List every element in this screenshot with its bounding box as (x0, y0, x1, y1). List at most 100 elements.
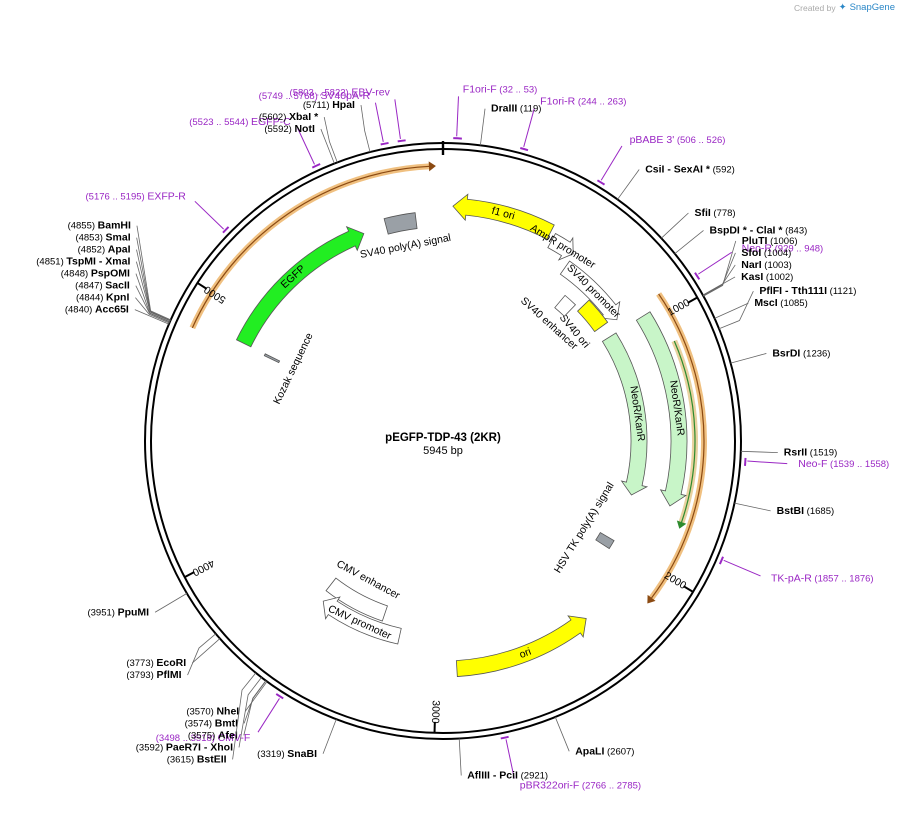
feature-kozak-sequence[interactable] (263, 353, 281, 364)
restriction-site-label[interactable]: (3570) NheI (186, 705, 239, 717)
feature-cmv-enhancer[interactable] (325, 577, 388, 622)
site-layer: DraIII (119) CsiI - SexAI * (592) SfiI (77… (36, 99, 856, 781)
feature-sv40-promoter[interactable] (559, 260, 621, 321)
tick-mark (687, 296, 698, 304)
primer-label[interactable]: (5803 .. 5822) EBV-rev (290, 86, 391, 98)
restriction-site-label[interactable]: (4852) ApaI (78, 243, 131, 255)
site-leader (322, 719, 337, 754)
feature-f1-ori[interactable] (452, 193, 555, 240)
restriction-site-label[interactable]: BspDI * - ClaI * (843) (710, 224, 808, 236)
restriction-site-label[interactable]: SfoI (1004) (741, 247, 791, 259)
site-leader (154, 593, 188, 613)
primer-mark (500, 735, 509, 740)
site-leader (360, 104, 371, 153)
restriction-site-label[interactable]: (3574) BmtI (185, 717, 239, 729)
site-leader (702, 252, 736, 296)
primer-label[interactable]: Neo-R (929 .. 948) (742, 242, 824, 254)
plasmid-title: pEGFP-TDP-43 (2KR) 5945 bp (385, 432, 501, 457)
restriction-site-label[interactable]: AflIII - PciI (2921) (467, 769, 548, 781)
feature-label: SV40 poly(A) signal (359, 232, 452, 261)
restriction-site-label[interactable]: (4840) Acc65I (65, 303, 129, 315)
feature-neor-kanr[interactable] (635, 311, 688, 507)
primer-label[interactable]: Neo-F (1539 .. 1558) (798, 458, 889, 470)
primer-label[interactable]: F1ori-F (32 .. 53) (463, 83, 538, 95)
restriction-site-label[interactable]: (5592) NotI (264, 123, 315, 135)
restriction-site-label[interactable]: (3773) EcoRI (126, 657, 186, 669)
site-leader (134, 309, 170, 325)
primer-label[interactable]: (3498 .. 3518) CMV-F (156, 732, 250, 744)
primer-label[interactable]: F1ori-R (244 .. 263) (540, 95, 626, 107)
primer-mark (311, 163, 321, 169)
restriction-site-label[interactable]: (3951) PpuMI (87, 606, 149, 618)
restriction-site-label[interactable]: (3592) PaeR7I - XhoI (136, 741, 233, 753)
restriction-site-label[interactable]: (4844) KpnI (76, 291, 130, 303)
restriction-site-label[interactable]: (5602) XbaI * (259, 111, 319, 123)
primer-leader (297, 127, 315, 165)
primer-label[interactable]: pBABE 3' (506 .. 526) (630, 134, 726, 146)
site-leader (136, 237, 171, 321)
restriction-site-label[interactable]: (4855) BamHI (68, 219, 131, 231)
tick-mark (683, 585, 694, 593)
restriction-site-label[interactable]: (3793) PflMI (126, 669, 181, 681)
restriction-site-label[interactable]: BsrDI (1236) (772, 347, 830, 359)
feature-egfp[interactable] (235, 225, 365, 348)
orf-arrowhead (647, 594, 656, 604)
feature-neor-kanr[interactable] (601, 332, 649, 496)
primer-mark (380, 141, 389, 146)
orf-arrowhead (676, 520, 687, 529)
feature-sv40-poly-a-signal[interactable] (383, 212, 418, 235)
orf-layer (189, 161, 707, 604)
tick-label: 1000 (666, 297, 692, 319)
primer-label[interactable]: (5523 .. 5544) EGFP-C (189, 116, 291, 128)
restriction-site-label[interactable]: ApaLI (2607) (575, 745, 634, 757)
tick-mark (184, 571, 195, 578)
restriction-site-label[interactable]: CsiI - SexAI * (592) (645, 163, 735, 175)
restriction-site-label[interactable]: PluTI (1006) (742, 235, 798, 247)
site-leader (703, 240, 737, 297)
tick-mark (196, 282, 208, 290)
restriction-site-label[interactable]: SfiI (778) (694, 207, 735, 219)
feature-hsv-tk-poly-a-signal[interactable] (595, 532, 615, 550)
restriction-site-label[interactable]: (4848) PspOMI (61, 267, 130, 279)
primer-mark (222, 226, 230, 234)
primer-leader (374, 102, 384, 143)
restriction-site-label[interactable]: (3615) BstEII (167, 753, 227, 765)
restriction-site-label[interactable]: (3319) SnaBI (257, 748, 317, 760)
primer-label[interactable]: (5176 .. 5195) EXFP-R (86, 190, 187, 202)
primer-leader (747, 460, 788, 465)
site-leader (554, 716, 570, 752)
tick-label: 3000 (429, 700, 442, 724)
primer-label[interactable]: (5749 .. 5768) SV40pA-R (259, 90, 371, 102)
feature-cmv-promoter[interactable] (322, 596, 402, 645)
restriction-site-label[interactable]: (3575) AfeI (188, 729, 238, 741)
restriction-site-label[interactable]: (4851) TspMI - XmaI (36, 255, 130, 267)
restriction-site-label[interactable]: PflFI - Tth111I (1121) (759, 285, 856, 297)
restriction-site-label[interactable]: RsrII (1519) (784, 446, 837, 458)
restriction-site-label[interactable]: KasI (1002) (741, 271, 793, 283)
primer-mark (397, 139, 406, 143)
site-leader (135, 273, 171, 323)
feature-ori[interactable] (455, 615, 587, 677)
feature-sv40-ori[interactable] (577, 299, 609, 333)
primer-leader (723, 559, 761, 577)
orf-line (673, 340, 696, 524)
primer-label[interactable]: pBR322ori-F (2766 .. 2785) (520, 779, 641, 791)
primer-layer: F1ori-F (32 .. 53)F1ori-R (244 .. 263) pB… (86, 83, 890, 791)
restriction-site-label[interactable]: MscI (1085) (754, 297, 807, 309)
site-leader (617, 169, 640, 200)
orf-line (191, 165, 430, 329)
restriction-site-label[interactable]: (5711) HpaI (303, 99, 355, 111)
restriction-site-label[interactable]: DraIII (119) (491, 102, 541, 114)
restriction-site-label[interactable]: NarI (1003) (741, 259, 792, 271)
primer-mark (596, 179, 606, 186)
primer-label[interactable]: TK-pA-R (1857 .. 1876) (771, 572, 874, 584)
restriction-site-label[interactable]: (4847) SacII (75, 279, 130, 291)
primer-mark (694, 272, 701, 280)
feature-ampr-promoter[interactable] (547, 232, 574, 261)
site-leader (244, 681, 268, 712)
restriction-site-label[interactable]: (4853) SmaI (75, 231, 130, 243)
restriction-site-label[interactable]: BstBI (1685) (777, 505, 835, 517)
snapgene-logo-icon: ✦ (838, 2, 847, 13)
site-leader (136, 249, 171, 322)
feature-sv40-enhancer[interactable] (554, 294, 577, 317)
